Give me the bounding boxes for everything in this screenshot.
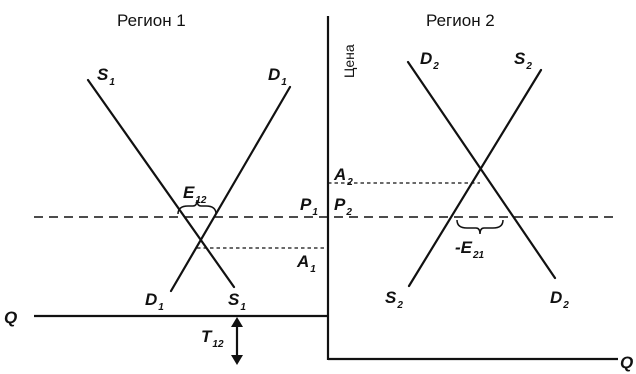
region-1-demand-label-bottom: D1: [145, 290, 164, 313]
region-1-autarky-price-label: A1: [296, 252, 316, 275]
region-2-autarky-price-label: A2: [333, 165, 353, 188]
transport-cost-arrowhead-down: [231, 355, 243, 365]
transport-cost-arrowhead-up: [231, 317, 243, 327]
region-1-supply-label-bottom: S1: [228, 290, 246, 313]
region-2-excess-demand-brace: [456, 219, 504, 235]
price-axis-label: Цена: [341, 44, 357, 78]
region-2-excess-demand-label: -E21: [455, 238, 485, 261]
region-1-excess-supply-label: E12: [183, 183, 207, 206]
transport-cost-label: T12: [201, 327, 224, 350]
region-1-demand-curve: [169, 85, 292, 293]
region-2-demand-label-top: D2: [420, 49, 439, 72]
quantity-axis-label-left: Q: [4, 308, 17, 327]
region-2-demand-label-bottom: D2: [550, 288, 569, 311]
quantity-axis-label-right: Q: [620, 353, 633, 372]
region-2-supply-label-top: S2: [514, 49, 532, 72]
region-2-trade-price-label: P2: [334, 195, 352, 218]
region-2-title: Регион 2: [426, 11, 495, 30]
region-2-supply-label-bottom: S2: [385, 288, 403, 311]
region-2-demand-curve: [406, 60, 557, 280]
region-1-title: Регион 1: [117, 11, 186, 30]
region-1-supply-label-top: S1: [97, 65, 115, 88]
region-2-supply-curve: [407, 68, 543, 288]
region-1-trade-price-label: P1: [300, 195, 318, 218]
region-1-demand-label-top: D1: [268, 65, 287, 88]
region-1-excess-supply-brace: [177, 199, 217, 215]
region-1-supply-curve: [86, 78, 236, 289]
